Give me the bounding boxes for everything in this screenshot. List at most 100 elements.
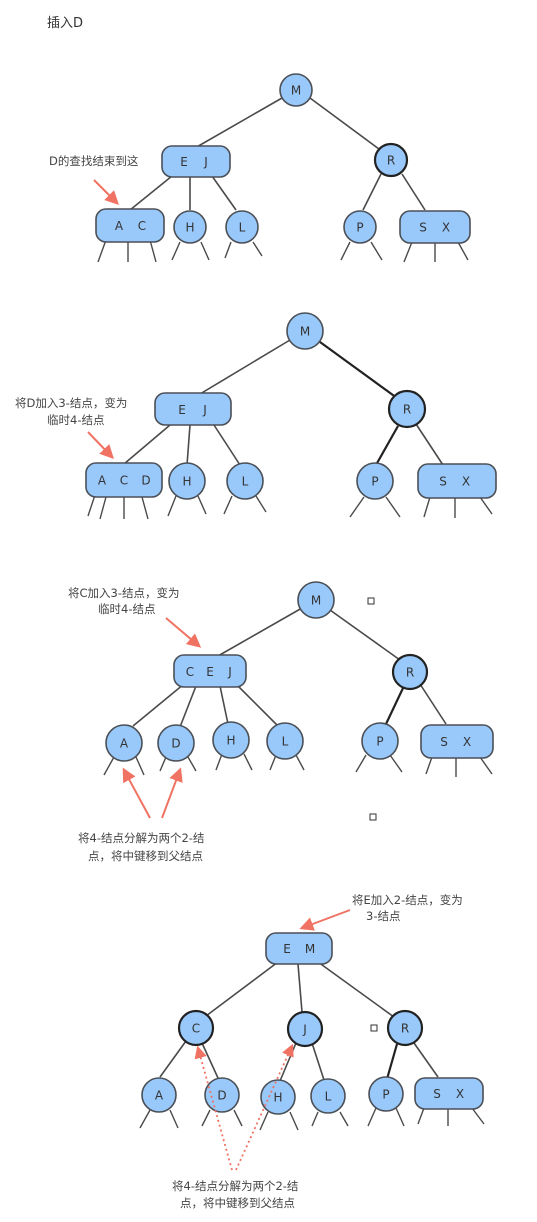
key-A: A — [98, 474, 107, 488]
arrow-e-join — [299, 909, 351, 931]
node-CEJ — [173, 654, 247, 688]
key-C: C — [120, 474, 128, 488]
note-c-join-1: 将C加入3-结点，变为 — [68, 586, 180, 600]
note-c-join-2: 临时4-结点 — [98, 602, 155, 616]
arrow-d-search — [93, 179, 119, 205]
key-L: L — [242, 475, 249, 489]
key-J: J — [302, 1023, 307, 1037]
node-A — [105, 724, 143, 762]
key-A: A — [120, 737, 129, 751]
note-e-join-1: 将E加入2-结点，变为 — [352, 893, 463, 907]
arrow-d-join — [87, 431, 114, 460]
key-X: X — [463, 735, 471, 749]
key-L: L — [325, 1090, 332, 1104]
key-X: X — [456, 1087, 464, 1101]
key-J: J — [227, 665, 232, 679]
key-S: S — [433, 1087, 441, 1101]
key-X: X — [442, 221, 450, 235]
marker-square — [370, 1024, 378, 1032]
node-P — [368, 1076, 404, 1112]
note-split-a-2: 点，将中键移到父结点 — [88, 849, 203, 863]
key-R: R — [387, 154, 395, 168]
arrow-split-a-left — [122, 767, 151, 819]
step-3-tree: M C E J R A D H L P S X — [103, 581, 494, 777]
key-C: C — [138, 219, 146, 233]
node-A — [141, 1077, 177, 1113]
key-X: X — [462, 475, 470, 489]
note-d-search-end: D的查找结束到这 — [49, 154, 139, 168]
key-R: R — [401, 1022, 409, 1036]
node-H — [168, 462, 206, 500]
node-L — [225, 210, 259, 244]
node-ACD — [85, 462, 163, 498]
key-C: C — [192, 1022, 200, 1036]
key-J: J — [202, 403, 207, 417]
node-D — [204, 1077, 240, 1113]
key-A: A — [115, 219, 124, 233]
node-M — [279, 73, 313, 107]
node-EJ — [154, 392, 232, 426]
node-P — [361, 722, 399, 760]
key-M: M — [311, 594, 321, 608]
node-SX — [417, 463, 497, 499]
node-R — [386, 1009, 424, 1047]
step-4-tree: E M C J R A D H L P S X — [139, 932, 485, 1131]
node-H — [212, 721, 250, 759]
key-D: D — [141, 474, 150, 488]
note-split-b-2: 点，将中键移到父结点 — [180, 1196, 295, 1210]
key-J: J — [203, 155, 208, 169]
node-EJ — [161, 145, 231, 178]
node-M — [297, 581, 335, 619]
key-D: D — [171, 737, 180, 751]
arrow-split-b-left — [194, 1045, 233, 1171]
node-R — [391, 653, 429, 691]
node-J — [286, 1010, 324, 1048]
node-SX — [399, 210, 471, 244]
key-H: H — [182, 475, 191, 489]
node-EM — [265, 932, 333, 965]
key-H: H — [185, 221, 194, 235]
node-P — [356, 462, 394, 500]
node-P — [343, 210, 377, 244]
key-E: E — [283, 942, 291, 956]
key-M: M — [300, 325, 310, 339]
node-SX — [414, 1077, 484, 1110]
note-d-join-2: 临时4-结点 — [47, 413, 104, 427]
node-L — [226, 462, 264, 500]
marker-square — [369, 813, 377, 821]
key-M: M — [305, 942, 315, 956]
key-A: A — [155, 1089, 164, 1103]
key-P: P — [382, 1088, 389, 1102]
marker-square — [367, 597, 375, 605]
key-E: E — [178, 403, 186, 417]
key-L: L — [282, 735, 289, 749]
key-P: P — [376, 735, 383, 749]
node-L — [310, 1078, 346, 1114]
node-L — [266, 722, 304, 760]
node-SX — [420, 724, 494, 759]
node-R — [373, 142, 409, 178]
key-H: H — [273, 1091, 282, 1105]
note-d-join-1: 将D加入3-结点，变为 — [15, 396, 127, 410]
note-split-b-1: 将4-结点分解为两个2-结 — [172, 1179, 298, 1193]
node-R — [387, 389, 427, 429]
node-D — [157, 724, 195, 762]
key-P: P — [356, 221, 363, 235]
note-e-join-2: 3-结点 — [366, 909, 400, 923]
key-E: E — [206, 665, 214, 679]
key-S: S — [439, 475, 447, 489]
node-M — [286, 312, 324, 350]
key-D: D — [217, 1089, 226, 1103]
arrow-c-join — [165, 617, 202, 648]
key-H: H — [226, 734, 235, 748]
key-S: S — [440, 735, 448, 749]
key-M: M — [291, 84, 301, 98]
node-AC — [95, 208, 165, 243]
key-C: C — [186, 665, 194, 679]
diagram-title: 插入D — [47, 16, 83, 31]
key-L: L — [239, 221, 246, 235]
node-H — [173, 210, 207, 244]
node-H — [260, 1079, 296, 1115]
note-split-a-1: 将4-结点分解为两个2-结 — [78, 831, 204, 845]
